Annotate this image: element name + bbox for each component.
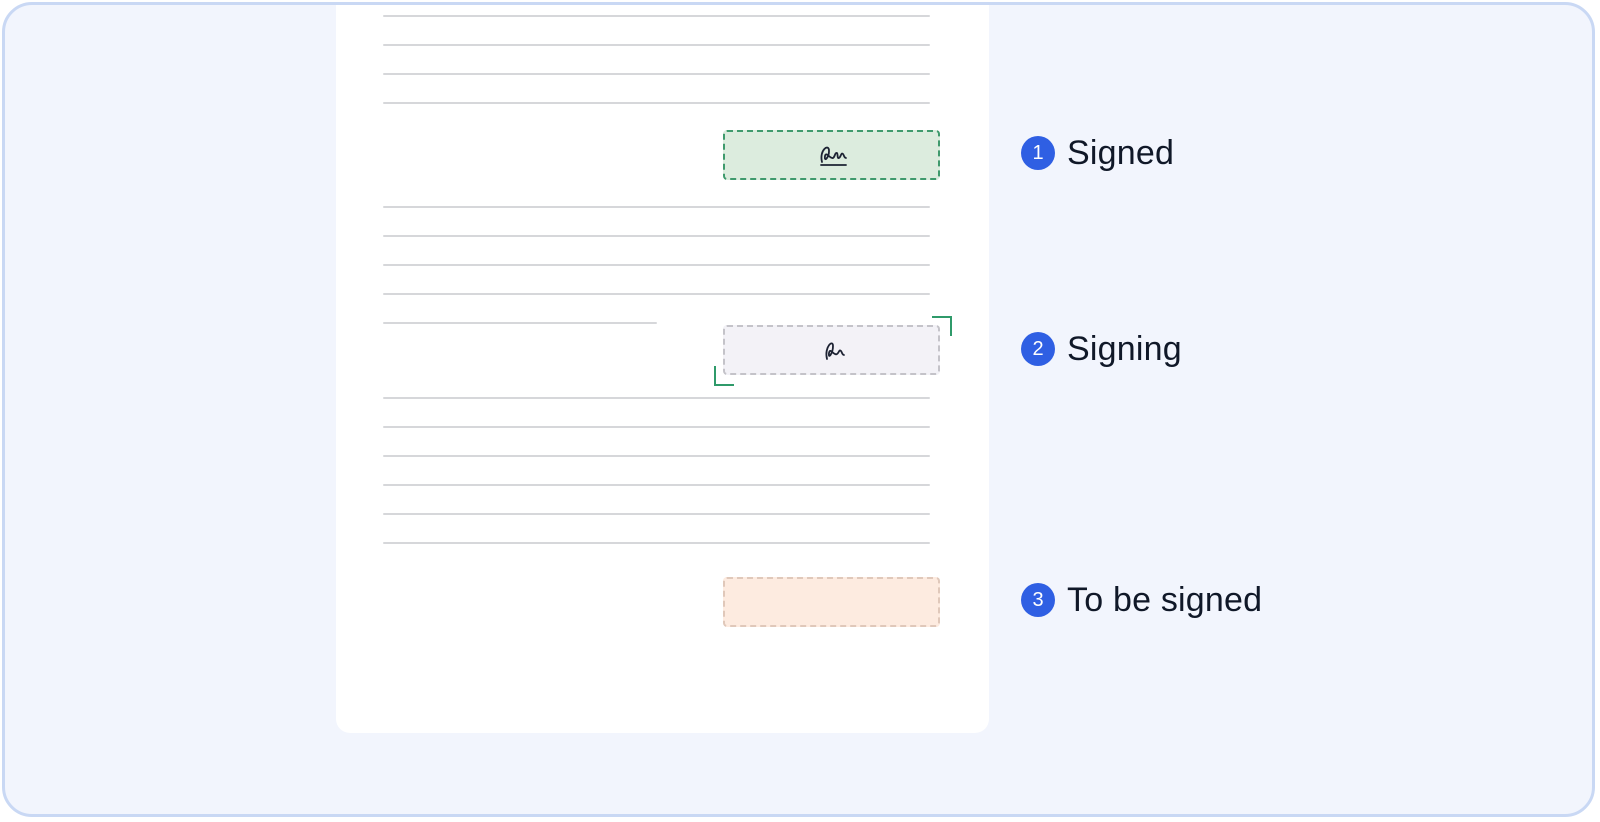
step-badge: 2: [1021, 332, 1055, 366]
text-line: [383, 484, 930, 486]
text-line: [383, 397, 930, 399]
text-line: [383, 206, 930, 208]
signed-signature-field[interactable]: [723, 130, 940, 180]
document-page: [336, 5, 989, 733]
legend-label: Signed: [1067, 133, 1175, 172]
text-line: [383, 455, 930, 457]
signing-signature-field[interactable]: [723, 325, 940, 375]
text-line: [383, 426, 930, 428]
text-line: [383, 293, 930, 295]
text-line: [383, 44, 930, 46]
step-badge: 1: [1021, 136, 1055, 170]
text-line: [383, 322, 657, 324]
legend-item-signed: 1 Signed: [1021, 133, 1174, 173]
signature-icon: [819, 146, 847, 166]
signature-icon: [824, 342, 845, 360]
legend-label: Signing: [1067, 329, 1182, 368]
step-badge: 3: [1021, 583, 1055, 617]
legend-label: To be signed: [1067, 580, 1263, 619]
legend-item-to-be-signed: 3 To be signed: [1021, 580, 1262, 620]
text-line: [383, 513, 930, 515]
text-line: [383, 542, 930, 544]
focus-corner-top-right: [932, 316, 952, 336]
legend-item-signing: 2 Signing: [1021, 329, 1182, 369]
text-line: [383, 264, 930, 266]
text-line: [383, 102, 930, 104]
text-line: [383, 73, 930, 75]
to-be-signed-signature-field[interactable]: [723, 577, 940, 627]
text-line: [383, 235, 930, 237]
text-line: [383, 15, 930, 17]
focus-corner-bottom-left: [714, 366, 734, 386]
